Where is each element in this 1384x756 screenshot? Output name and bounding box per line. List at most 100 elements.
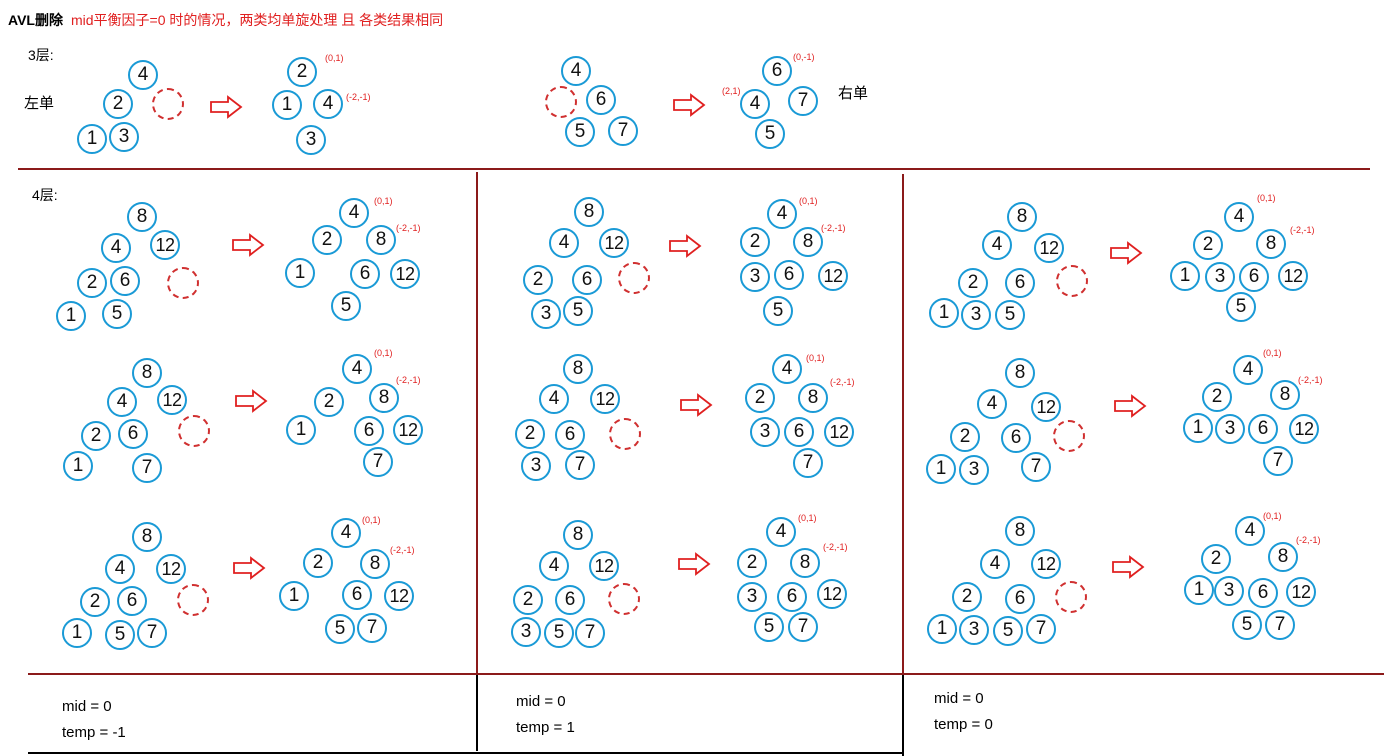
tree-node: 12 (150, 230, 180, 260)
tree-node: 2 (80, 587, 110, 617)
deleted-node-icon (618, 262, 650, 294)
tree-node: 3 (1205, 262, 1235, 292)
arrow-right-icon (680, 393, 713, 417)
tree-node: 4 (1224, 202, 1254, 232)
tree-node: 6 (350, 259, 380, 289)
tree-node: 12 (817, 579, 847, 609)
tree-node: 1 (929, 298, 959, 328)
tree-node: 8 (574, 197, 604, 227)
tree-node: 4 (772, 354, 802, 384)
balance-factor-label: (-2,-1) (396, 223, 421, 233)
tree-node: 7 (357, 613, 387, 643)
tree-node: 4 (101, 233, 131, 263)
arrow-right-icon (1114, 394, 1147, 418)
tree-node: 2 (103, 89, 133, 119)
tree-node: 4 (980, 549, 1010, 579)
arrow-right-icon (673, 93, 706, 117)
tree-node: 1 (272, 90, 302, 120)
balance-factor-label: (0,-1) (793, 52, 815, 62)
balance-factor-label: (0,1) (806, 353, 825, 363)
tree-node: 12 (384, 581, 414, 611)
tree-node: 3 (750, 417, 780, 447)
tree-node: 1 (77, 124, 107, 154)
tree-node: 7 (132, 453, 162, 483)
tree-node: 12 (157, 385, 187, 415)
tree-node: 2 (1202, 382, 1232, 412)
arrow-right-icon (233, 556, 266, 580)
tree-node: 8 (798, 383, 828, 413)
tree-node: 2 (745, 383, 775, 413)
tree-node: 4 (549, 228, 579, 258)
tree-node: 1 (927, 614, 957, 644)
tree-node: 6 (354, 416, 384, 446)
tree-node: 7 (608, 116, 638, 146)
deleted-node-icon (1053, 420, 1085, 452)
arrow-right-icon (669, 234, 702, 258)
tree-node: 4 (561, 56, 591, 86)
balance-factor-label: (0,1) (374, 196, 393, 206)
tree-node: 12 (393, 415, 423, 445)
tree-node: 6 (1001, 423, 1031, 453)
divider-col2-lower (902, 675, 904, 756)
tree-node: 5 (755, 119, 785, 149)
tree-node: 2 (77, 268, 107, 298)
tree-node: 1 (285, 258, 315, 288)
tree-node: 8 (793, 227, 823, 257)
tree-node: 5 (325, 614, 355, 644)
tree-node: 4 (977, 389, 1007, 419)
tree-node: 4 (105, 554, 135, 584)
tree-node: 6 (777, 582, 807, 612)
tree-node: 4 (1233, 355, 1263, 385)
tree-node: 8 (132, 522, 162, 552)
tree-node: 5 (544, 618, 574, 648)
arrow-right-icon (210, 95, 243, 119)
arrow-right-icon (1110, 241, 1143, 265)
tree-node: 8 (1268, 542, 1298, 572)
tree-node: 3 (511, 617, 541, 647)
tree-node: 1 (279, 581, 309, 611)
tree-node: 5 (763, 296, 793, 326)
tree-node: 6 (118, 419, 148, 449)
result-mid: mid = 0 (62, 698, 112, 715)
tree-node: 3 (296, 125, 326, 155)
tree-node: 12 (818, 261, 848, 291)
left-single-label: 左单 (24, 95, 55, 112)
tree-node: 3 (531, 299, 561, 329)
tree-node: 2 (314, 387, 344, 417)
tree-node: 2 (287, 57, 317, 87)
deleted-node-icon (167, 267, 199, 299)
tree-node: 12 (589, 551, 619, 581)
tree-node: 12 (1289, 414, 1319, 444)
tree-node: 2 (740, 227, 770, 257)
tree-node: 2 (737, 548, 767, 578)
tree-node: 12 (599, 228, 629, 258)
tree-node: 8 (1005, 516, 1035, 546)
tree-node: 7 (1265, 610, 1295, 640)
balance-factor-label: (-2,-1) (1296, 535, 1321, 545)
tree-node: 6 (117, 586, 147, 616)
tree-node: 3 (1215, 414, 1245, 444)
balance-factor-label: (0,1) (799, 196, 818, 206)
tree-node: 12 (156, 554, 186, 584)
title-note: mid平衡因子=0 时的情况，两类均单旋处理 且 各类结果相同 (70, 12, 444, 28)
tree-node: 2 (952, 582, 982, 612)
tree-node: 4 (539, 551, 569, 581)
tree-node: 5 (754, 612, 784, 642)
tree-node: 3 (521, 451, 551, 481)
result-col2: mid = 0 temp = 1 (516, 689, 575, 741)
tree-node: 3 (959, 455, 989, 485)
tree-node: 4 (342, 354, 372, 384)
tree-node: 6 (586, 85, 616, 115)
tree-node: 1 (62, 618, 92, 648)
divider-top (18, 168, 1370, 170)
tree-node: 8 (1270, 380, 1300, 410)
deleted-node-icon (545, 86, 577, 118)
balance-factor-label: (-2,-1) (1290, 225, 1315, 235)
tree-node: 4 (539, 384, 569, 414)
tree-node: 6 (784, 417, 814, 447)
result-col1: mid = 0 temp = -1 (62, 694, 126, 746)
tree-node: 2 (81, 421, 111, 451)
tree-node: 6 (555, 585, 585, 615)
tree-node: 4 (982, 230, 1012, 260)
tree-node: 8 (1007, 202, 1037, 232)
